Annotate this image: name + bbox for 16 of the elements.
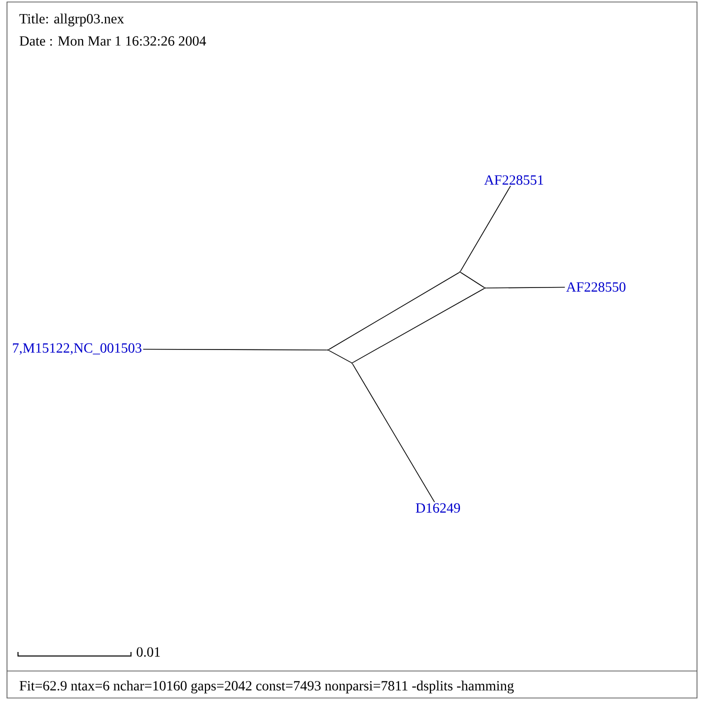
network-branch	[460, 272, 485, 288]
scale-label: 0.01	[136, 647, 160, 657]
network-branch	[328, 272, 460, 350]
network-branch	[486, 286, 566, 288]
taxon-label: AF228551	[484, 175, 544, 185]
network-branch	[328, 350, 352, 363]
date-text: Date : Mon Mar 1 16:32:26 2004	[20, 36, 206, 46]
title-text: Title: allgrp03.nex	[19, 14, 124, 26]
network-branch	[352, 288, 485, 363]
taxon-label: AF228550	[566, 282, 626, 292]
network-branch	[352, 363, 435, 502]
network-branch	[460, 186, 511, 272]
taxon-label: D16249	[416, 503, 460, 513]
network-branch	[142, 348, 328, 350]
taxon-label: 7,M15122,NC_001503	[12, 343, 142, 355]
fit-statistics: Fit=62.9 ntax=6 nchar=10160 gaps=2042 const=7493 nonparsi=7811 -dsplits -hamming	[20, 680, 514, 694]
